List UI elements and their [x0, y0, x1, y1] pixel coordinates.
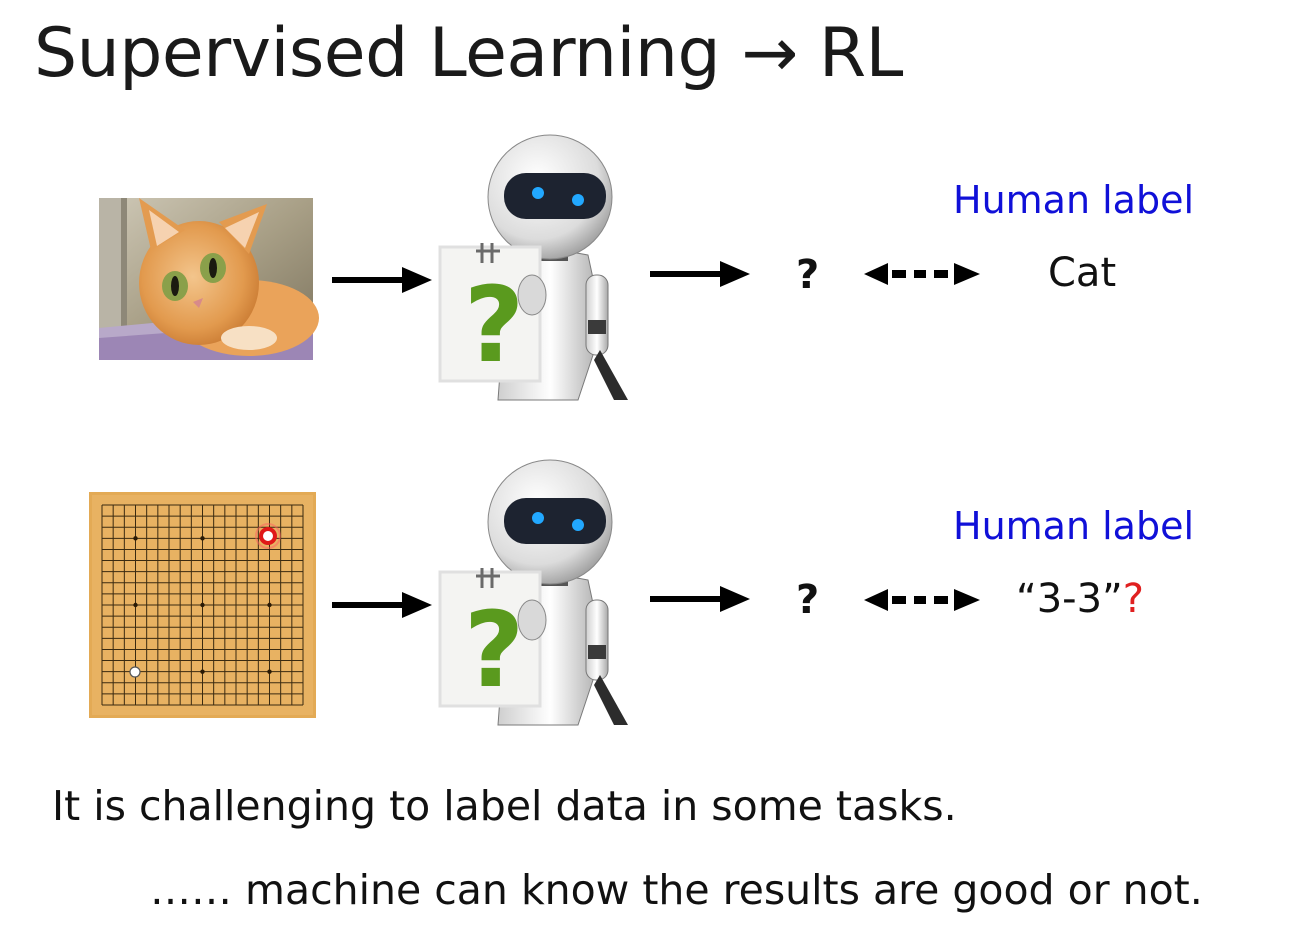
- dotted-double-arrow-icon: [864, 263, 980, 285]
- label-suffix: ?: [1122, 576, 1145, 622]
- star-point: [267, 669, 272, 674]
- white-stone: [129, 666, 141, 678]
- star-point: [200, 669, 205, 674]
- machine-output: ?: [796, 577, 820, 623]
- arrow-right-icon: [650, 586, 750, 612]
- human-label-value: Cat: [1048, 250, 1116, 296]
- arrow-right-icon: [332, 267, 432, 293]
- human-label-heading: Human label: [953, 504, 1195, 548]
- star-point: [133, 602, 138, 608]
- star-point: [200, 602, 205, 608]
- robot-holding-card-illustration: ?: [438, 459, 628, 726]
- cat-photo: [99, 198, 319, 360]
- star-point: [200, 536, 205, 541]
- dotted-double-arrow-icon: [864, 589, 980, 611]
- red-marked-stone: [259, 527, 277, 545]
- human-label-text: Cat: [1048, 250, 1117, 296]
- star-point: [267, 602, 272, 608]
- machine-output: ?: [796, 252, 820, 298]
- arrow-right-icon: [650, 261, 750, 287]
- slide-title: Supervised Learning → RL: [34, 14, 903, 93]
- card-question-mark: ?: [464, 589, 524, 711]
- human-label-value: “3-3”?: [1016, 576, 1144, 622]
- star-point: [133, 536, 138, 541]
- arrow-right-icon: [332, 592, 432, 618]
- human-label-heading: Human label: [953, 178, 1195, 222]
- robot-holding-card-illustration: ?: [438, 134, 628, 401]
- caption-line-1: It is challenging to label data in some …: [52, 782, 957, 830]
- caption-line-2: …… machine can know the results are good…: [150, 866, 1203, 914]
- human-label-text: “3-3”: [1016, 576, 1123, 622]
- go-board: [89, 492, 316, 718]
- card-question-mark: ?: [464, 264, 524, 386]
